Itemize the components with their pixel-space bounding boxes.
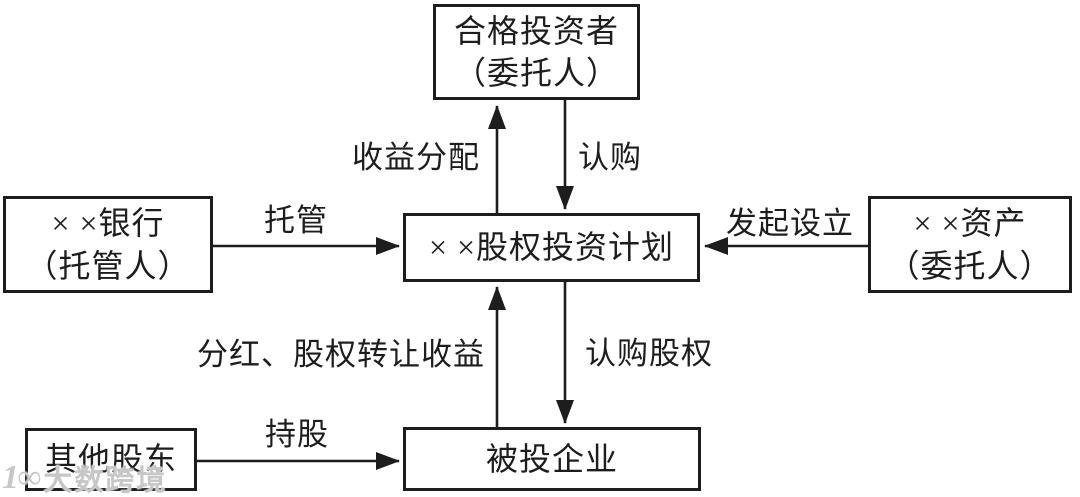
node-custodian-bank-line1: × ×银行 [51, 205, 165, 242]
node-qualified-investor: 合格投资者 （委托人） [433, 4, 640, 100]
node-custodian-bank: × ×银行 （托管人） [3, 196, 213, 293]
node-investee-company: 被投企业 [403, 427, 701, 491]
node-asset-manager-line1: × ×资产 [913, 205, 1027, 242]
edge-label-dividends-equity-transfer-income: 分红、股权转让收益 [197, 337, 485, 372]
node-investee-company-label: 被投企业 [485, 440, 618, 477]
node-equity-investment-plan: × ×股权投资计划 [403, 213, 700, 282]
node-asset-manager: × ×资产 （委托人） [868, 196, 1072, 293]
edge-label-custody: 托管 [264, 203, 328, 238]
node-qualified-investor-line2: （委托人） [453, 55, 619, 91]
edge-label-initiate-establishment: 发起设立 [726, 206, 854, 241]
node-other-shareholders-label: 其他股东 [44, 441, 177, 478]
edge-label-subscribe: 认购 [578, 140, 642, 175]
node-equity-investment-plan-label: × ×股权投资计划 [428, 229, 675, 266]
edge-label-subscribe-equity: 认购股权 [585, 336, 713, 371]
edge-label-income-distribution: 收益分配 [352, 140, 480, 175]
node-custodian-bank-line2: （托管人） [25, 247, 191, 284]
node-asset-manager-line2: （委托人） [887, 247, 1053, 284]
node-other-shareholders: 其他股东 [25, 428, 197, 491]
node-qualified-investor-line1: 合格投资者 [453, 12, 619, 49]
edge-label-hold-shares: 持股 [265, 417, 329, 452]
